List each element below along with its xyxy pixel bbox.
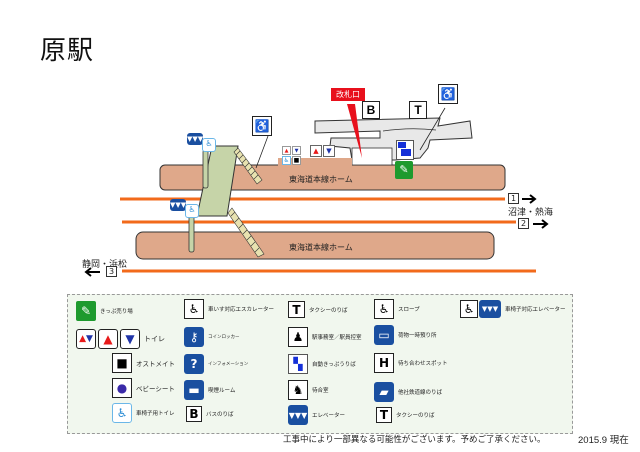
smoking-room-icon: ▬ [184, 380, 204, 400]
legend-item: ♿ 車いす対応エスカレーター [184, 299, 274, 319]
west-direction-label: 静岡・浜松 [82, 260, 128, 270]
legend-item: T タクシーのりば [288, 301, 348, 318]
information-icon: ? [184, 354, 204, 374]
track-number-2: 2 [518, 218, 529, 229]
east-direction-label: 沼津・熱海 [508, 208, 554, 218]
elevator-icon: ▼▼▼ [288, 405, 308, 425]
other-railway-icon: ▰ [374, 382, 394, 402]
elevator-icon: ▼▼▼ [187, 133, 204, 145]
legend: ✎ きっぷ売り場 ▲▼ ▲ ▼ トイレ ■ オストメイト ● ベビーシート ♿ … [67, 294, 573, 434]
ticket-office-icon: ✎ [76, 301, 96, 321]
legend-item: ♿ ▼▼▼ 車椅子対応エレベーター [460, 300, 566, 318]
legend-item: ▰ 他社鉄道線のりば [374, 382, 442, 402]
gate-pointer [347, 104, 362, 158]
east-arrow-1 [522, 194, 537, 204]
station-building [314, 117, 473, 161]
legend-item: ■ オストメイト [112, 353, 175, 373]
bus-icon: B [186, 406, 202, 422]
legend-item: T タクシーのりば [376, 407, 435, 423]
legend-item: ♿ スロープ [374, 299, 420, 319]
meeting-spot-icon: H [374, 353, 394, 373]
toilet-icon: ▲ ▼ [310, 145, 335, 157]
as-of-date: 2015.9 現在 [578, 435, 629, 446]
ticket-gate-label: 改札口 [331, 88, 365, 101]
slope-icon: ♿ [438, 84, 458, 104]
concourse-line [382, 128, 437, 132]
stairs-upper [233, 147, 263, 185]
overpass [196, 145, 239, 217]
east-arrow-2 [533, 219, 549, 229]
wheelchair-toilet-icon: ♿ [112, 403, 132, 423]
legend-item: H 待ち合わせスポット [374, 353, 448, 373]
legend-item: ● ベビーシート [112, 378, 175, 398]
multi-toilet-icon: ▲ ▼ ♿ ■ [282, 146, 301, 165]
ticket-machine-icon: ▚ [288, 354, 308, 374]
legend-item: ? インフォメーション [184, 354, 248, 374]
west-arrow [84, 267, 100, 277]
taxi-icon: T [288, 301, 305, 318]
station-title: 原駅 [40, 36, 95, 66]
wheelchair-escalator-icon: ♿ [184, 299, 204, 319]
legend-item: ▭ 荷物一時預り所 [374, 325, 437, 345]
legend-item: ♿ 車椅子用トイレ [112, 403, 175, 423]
station-office-icon: ♟ [288, 327, 308, 347]
ostomate-icon: ■ [112, 353, 132, 373]
waiting-room-icon: ♞ [288, 380, 308, 400]
taxi-icon: T [376, 407, 392, 423]
legend-item: ⚷ コインロッカー [184, 327, 240, 347]
wheelchair-escalator-icon: ♿ [252, 116, 272, 136]
stairs-lower [227, 207, 265, 258]
legend-item: ▼▼▼ エレベーター [288, 405, 345, 425]
legend-item: ▚ 自動きっぷうりば [288, 354, 356, 374]
wheelchair-elevator-icon-lower: ♿ [185, 204, 199, 218]
ticket-office-icon: ✎ [395, 161, 413, 179]
wheelchair-elevator-icon: ♿ [202, 138, 216, 152]
bus-sign: B [362, 101, 380, 119]
construction-notice: 工事中により一部異なる可能性がございます。予めご了承ください。 [283, 435, 546, 445]
baggage-icon: ▭ [374, 325, 394, 345]
lower-platform-label: 東海道本線ホーム [289, 243, 353, 252]
track-number-3: 3 [106, 266, 117, 277]
upper-platform-label: 東海道本線ホーム [289, 175, 353, 184]
elevator-icon-lower: ▼▼▼ [170, 199, 187, 211]
coin-locker-icon: ⚷ [184, 327, 204, 347]
toilet-icon: ▲▼ ▲ ▼ [76, 329, 140, 349]
legend-item: ▲▼ ▲ ▼ トイレ [76, 329, 165, 349]
baby-seat-icon: ● [112, 378, 132, 398]
legend-item: ♟ 駅事務室／駅員控室 [288, 327, 362, 347]
slope-icon: ♿ [374, 299, 394, 319]
legend-item: ✎ きっぷ売り場 [76, 301, 133, 321]
wheelchair-elevator-icon: ♿ ▼▼▼ [460, 300, 501, 318]
lower-platform [135, 231, 495, 260]
track-number-1: 1 [508, 193, 519, 204]
legend-item: ♞ 待合室 [288, 380, 329, 400]
taxi-sign: T [409, 101, 427, 119]
legend-item: B バスのりば [186, 406, 234, 422]
ticket-machine-icon [396, 140, 414, 160]
legend-item: ▬ 喫煙ルーム [184, 380, 235, 400]
